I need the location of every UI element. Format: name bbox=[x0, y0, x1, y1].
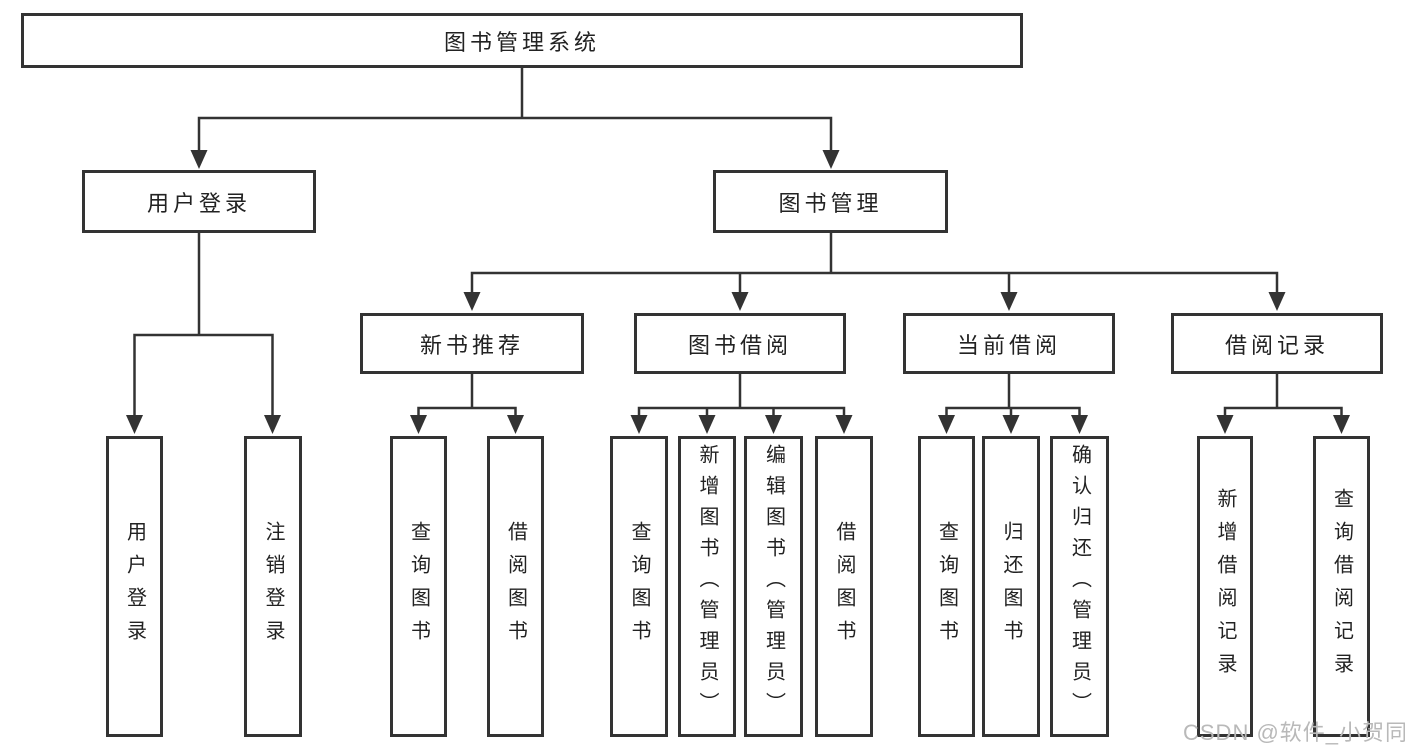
node-borrowing-records-label: 借阅记录 bbox=[1224, 332, 1329, 358]
leaf-recommend-borrow-book-label: 借阅图书 bbox=[504, 520, 527, 653]
leaf-records-query-record: 查询借阅记录 bbox=[1313, 436, 1370, 737]
leaf-current-confirm-return-admin: 确认归还（管理员） bbox=[1050, 436, 1109, 737]
leaf-user-login-label: 用户登录 bbox=[123, 520, 146, 653]
node-user-login-branch-label: 用户登录 bbox=[146, 190, 251, 216]
arrowhead bbox=[1071, 415, 1088, 434]
leaf-current-confirm-return-admin-label: 确认归还（管理员） bbox=[1068, 444, 1091, 723]
arrowheads bbox=[126, 150, 1350, 434]
arrowhead bbox=[822, 150, 840, 169]
leaf-recommend-query-book-label: 查询图书 bbox=[407, 520, 430, 653]
leaf-records-add-record-label: 新增借阅记录 bbox=[1214, 487, 1236, 686]
arrowhead bbox=[1333, 415, 1350, 434]
leaf-user-login: 用户登录 bbox=[106, 436, 163, 737]
leaf-borrowing-edit-book-admin-label: 编辑图书（管理员） bbox=[762, 444, 785, 723]
arrowhead bbox=[126, 415, 143, 434]
arrowhead bbox=[410, 415, 427, 434]
node-borrowing-records: 借阅记录 bbox=[1171, 313, 1383, 374]
arrowhead bbox=[938, 415, 955, 434]
leaf-recommend-query-book: 查询图书 bbox=[390, 436, 447, 737]
leaf-borrowing-query-book: 查询图书 bbox=[610, 436, 668, 737]
arrowhead bbox=[765, 415, 782, 434]
node-book-borrowing: 图书借阅 bbox=[634, 313, 846, 374]
arrowhead bbox=[1000, 292, 1018, 311]
leaf-borrowing-edit-book-admin: 编辑图书（管理员） bbox=[744, 436, 803, 737]
arrowhead bbox=[1002, 415, 1020, 434]
leaf-borrowing-add-book-admin-label: 新增图书（管理员） bbox=[696, 444, 718, 723]
leaf-current-query-book: 查询图书 bbox=[918, 436, 975, 737]
leaf-records-query-record-label: 查询借阅记录 bbox=[1330, 487, 1353, 686]
node-current-borrowing: 当前借阅 bbox=[903, 313, 1115, 374]
node-book-borrowing-label: 图书借阅 bbox=[687, 332, 792, 358]
arrowhead bbox=[698, 415, 716, 434]
leaf-current-query-book-label: 查询图书 bbox=[935, 520, 958, 653]
node-current-borrowing-label: 当前借阅 bbox=[956, 332, 1061, 358]
leaf-recommend-borrow-book: 借阅图书 bbox=[487, 436, 544, 737]
arrowhead bbox=[190, 150, 208, 169]
arrowhead bbox=[731, 292, 749, 311]
node-book-management-branch-label: 图书管理 bbox=[778, 190, 883, 216]
arrowhead bbox=[1268, 292, 1286, 311]
leaf-current-return-book-label: 归还图书 bbox=[1000, 520, 1022, 653]
leaf-borrowing-query-book-label: 查询图书 bbox=[628, 520, 650, 653]
leaf-logout: 注销登录 bbox=[244, 436, 302, 737]
arrowhead bbox=[1216, 415, 1234, 434]
node-root: 图书管理系统 bbox=[21, 13, 1023, 68]
arrowhead bbox=[463, 292, 481, 311]
arrowhead bbox=[264, 415, 281, 434]
node-new-book-recommend: 新书推荐 bbox=[360, 313, 584, 374]
node-root-label: 图书管理系统 bbox=[443, 29, 600, 55]
csdn-watermark: CSDN @软件_小贺同学 bbox=[1183, 720, 1405, 745]
leaf-borrowing-add-book-admin: 新增图书（管理员） bbox=[678, 436, 736, 737]
arrowhead bbox=[630, 415, 648, 434]
connector-path bbox=[133, 68, 1343, 416]
arrowhead bbox=[835, 415, 853, 434]
leaf-records-add-record: 新增借阅记录 bbox=[1197, 436, 1253, 737]
leaf-borrowing-borrow-book-label: 借阅图书 bbox=[833, 520, 855, 653]
node-user-login-branch: 用户登录 bbox=[82, 170, 316, 233]
arrowhead bbox=[507, 415, 524, 434]
leaf-borrowing-borrow-book: 借阅图书 bbox=[815, 436, 873, 737]
node-book-management-branch: 图书管理 bbox=[713, 170, 948, 233]
leaf-current-return-book: 归还图书 bbox=[982, 436, 1040, 737]
node-new-book-recommend-label: 新书推荐 bbox=[419, 332, 524, 358]
leaf-logout-label: 注销登录 bbox=[262, 520, 284, 653]
